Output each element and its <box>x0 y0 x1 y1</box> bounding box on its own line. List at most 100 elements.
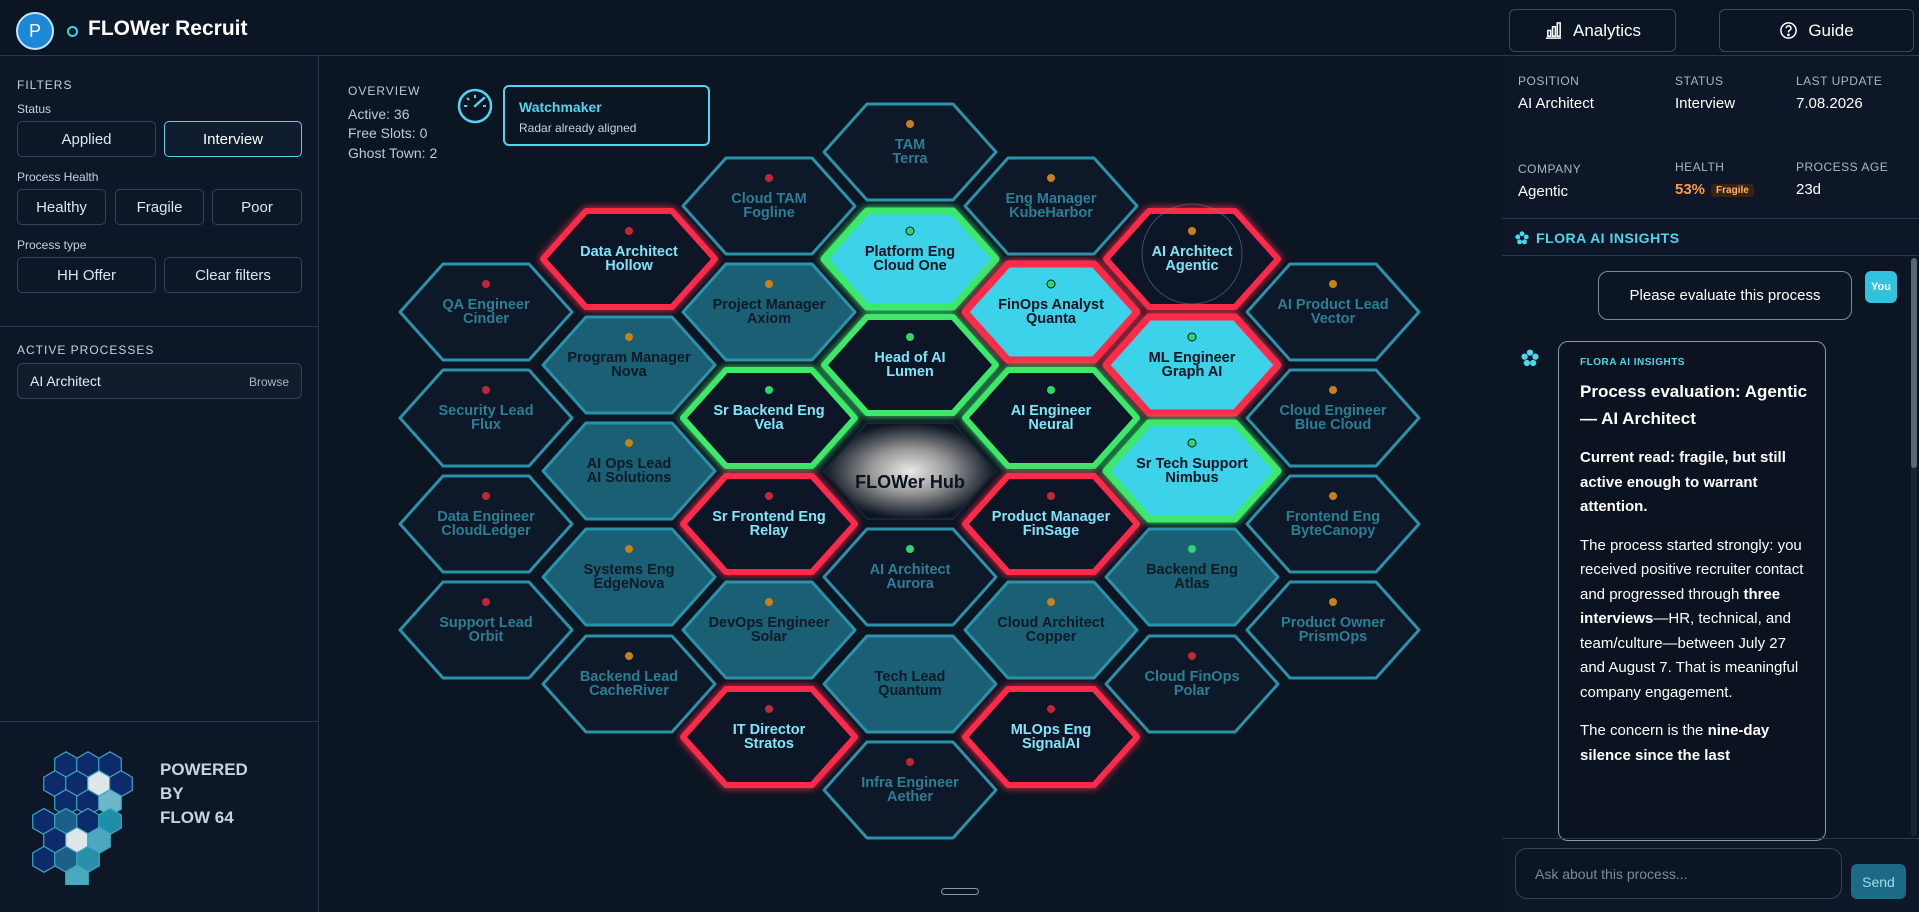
active-process-item[interactable]: AI Architect Browse <box>17 363 302 399</box>
hex-company: SignalAI <box>1022 736 1080 752</box>
hex-company: AI Solutions <box>587 470 672 486</box>
flow64-logo-hexes <box>32 751 133 885</box>
status-dot <box>1188 545 1196 553</box>
hex-shape <box>822 102 998 202</box>
hex-shape <box>681 156 857 256</box>
hex-company: Quanta <box>1026 311 1077 327</box>
hex-role: Sr Frontend Eng <box>712 509 826 525</box>
analytics-button[interactable]: Analytics <box>1509 9 1676 52</box>
insights-header: FLORA AI INSIGHTS <box>1502 218 1919 256</box>
p2-text-b: three interviews <box>1580 585 1781 628</box>
hex-role: AI Product Lead <box>1277 297 1388 313</box>
watchmaker-toast: Watchmaker Radar already aligned <box>503 85 710 146</box>
hex-shape <box>1102 313 1282 417</box>
chat-input[interactable] <box>1516 849 1841 898</box>
hex-shape <box>681 262 857 362</box>
status-dot <box>625 227 633 235</box>
toast-subtitle: Radar already aligned <box>519 121 637 135</box>
powered-by-text: POWERED BY FLOW 64 <box>160 758 248 830</box>
hex-role: Frontend Eng <box>1286 509 1380 525</box>
hex-role: Tech Lead <box>875 669 946 685</box>
hex-role: TAM <box>895 137 925 153</box>
radar-gauge-icon[interactable] <box>455 86 495 126</box>
filter-applied-button[interactable]: Applied <box>17 121 156 157</box>
hex-shape <box>681 580 857 680</box>
filter-interview-button[interactable]: Interview <box>164 121 302 157</box>
analytics-label: Analytics <box>1572 20 1642 40</box>
user-avatar[interactable]: P <box>16 12 54 50</box>
hex-role: Cloud TAM <box>731 191 806 207</box>
hex-company: Hollow <box>605 258 653 274</box>
hex-role: AI Architect <box>870 562 951 578</box>
status-dot <box>1329 386 1337 394</box>
filter-poor-button[interactable]: Poor <box>212 189 302 225</box>
send-button[interactable]: Send <box>1851 864 1906 899</box>
filter-hh-offer-button[interactable]: HH Offer <box>17 257 156 293</box>
hex-role: Platform Eng <box>865 244 955 260</box>
filter-fragile-button[interactable]: Fragile <box>115 189 204 225</box>
map-scroll-handle[interactable] <box>941 888 979 895</box>
clear-filters-button[interactable]: Clear filters <box>164 257 302 293</box>
hex-role: Cloud FinOps <box>1144 669 1239 685</box>
hex-shape <box>961 260 1141 364</box>
hex-company: Solar <box>751 629 788 645</box>
hex-company: ByteCanopy <box>1291 523 1376 539</box>
logo-hex-cell <box>65 864 89 885</box>
hex-company: EdgeNova <box>594 576 666 592</box>
chat-input-box[interactable] <box>1515 848 1842 899</box>
hex-shape <box>962 686 1140 788</box>
hub-hex[interactable]: FLOWer Hub <box>822 422 998 520</box>
browse-link[interactable]: Browse <box>248 375 289 389</box>
status-dot <box>625 333 633 341</box>
active-processes-title: ACTIVE PROCESSES <box>17 343 155 357</box>
hex-company: Orbit <box>469 629 504 645</box>
hex-role: Project Manager <box>713 297 826 313</box>
hex-shape <box>541 315 717 415</box>
chat-scrollbar[interactable] <box>1911 258 1917 836</box>
chat-scrollbar-thumb[interactable] <box>1911 258 1917 468</box>
guide-button[interactable]: Guide <box>1719 9 1914 52</box>
hex-role: DevOps Engineer <box>709 615 830 631</box>
hex-company: Stratos <box>744 736 794 752</box>
filter-healthy-button[interactable]: Healthy <box>17 189 106 225</box>
hex-shape <box>822 740 998 840</box>
ai-card-paragraph-2: The process started strongly: you receiv… <box>1580 534 1810 706</box>
hex-role: ML Engineer <box>1149 350 1236 366</box>
hex-shape <box>962 367 1140 469</box>
